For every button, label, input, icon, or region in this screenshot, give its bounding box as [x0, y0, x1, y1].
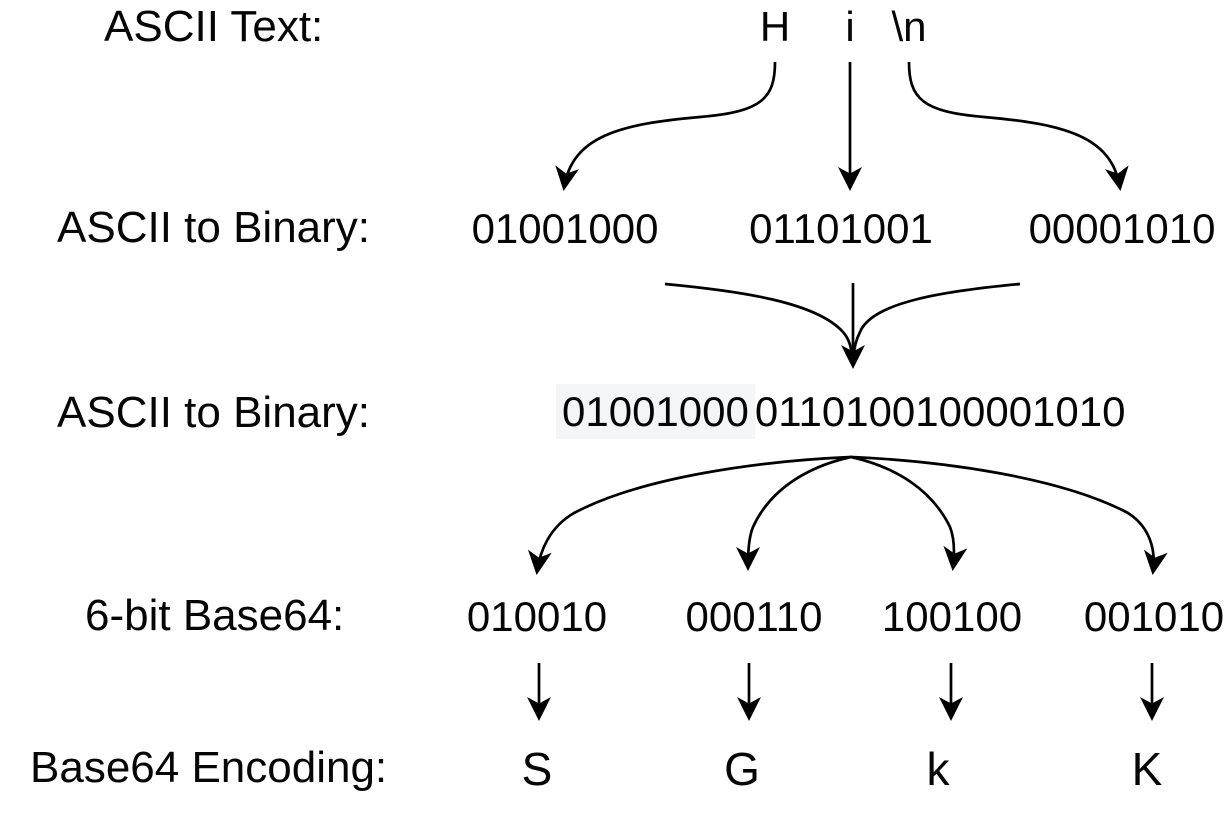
arrow-char-n-to-byte [907, 61, 1129, 191]
arrow-diverge-3 [850, 455, 968, 571]
label-binary-concat: ASCII to Binary: [57, 388, 371, 437]
arrow-converge-left [664, 282, 854, 357]
label-ascii-text: ASCII Text: [104, 2, 324, 51]
binary-concat-highlighted: 01001000 [556, 384, 755, 439]
label-ascii-to-binary: ASCII to Binary: [57, 203, 371, 252]
ascii-char-i: i [845, 3, 855, 50]
six-bit-group-1: 010010 [466, 593, 608, 640]
base64-char-4: K [1131, 743, 1163, 795]
base64-char-3: k [926, 743, 950, 795]
arrow-diverge-2 [736, 455, 852, 571]
arrow-char-h-to-byte [555, 61, 777, 191]
base64-char-1: S [521, 743, 553, 795]
label-six-bit-base64: 6-bit Base64: [85, 591, 345, 640]
six-bit-group-3: 100100 [881, 593, 1023, 640]
binary-byte-1: 01001000 [471, 205, 659, 252]
base64-char-2: G [724, 743, 760, 795]
ascii-char-h: H [759, 3, 791, 50]
binary-concat-rest: 0110100100001010 [754, 388, 1126, 435]
six-bit-group-2: 000110 [685, 593, 823, 640]
arrow-converge-right [852, 282, 1021, 357]
binary-byte-2: 01101001 [749, 205, 933, 252]
arrow-diverge-1 [527, 455, 852, 575]
six-bit-group-4: 001010 [1083, 593, 1225, 640]
binary-byte-3: 00001010 [1028, 205, 1216, 252]
label-base64-encoding: Base64 Encoding: [30, 743, 388, 792]
ascii-char-newline: \n [891, 3, 927, 50]
arrow-diverge-4 [850, 455, 1168, 575]
